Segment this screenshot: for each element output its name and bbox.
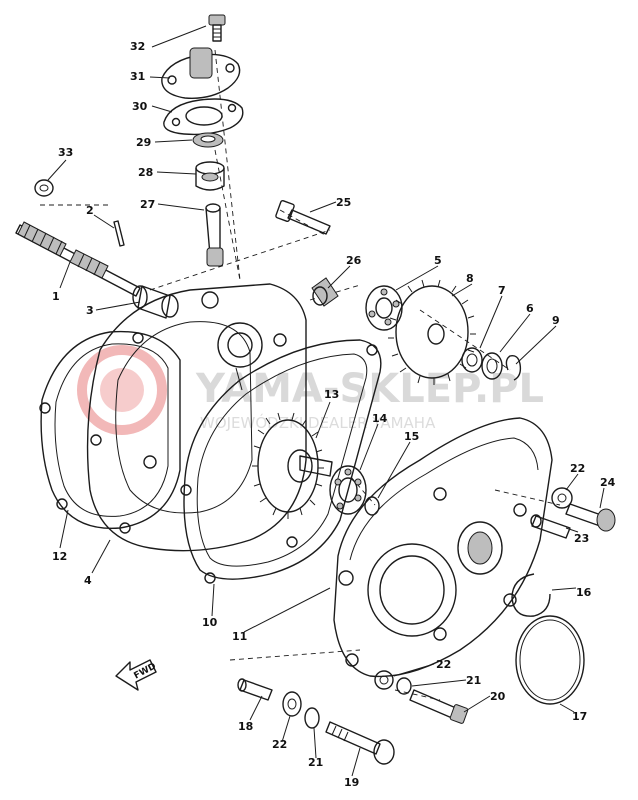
- callout-32: 32: [130, 40, 145, 53]
- part-19-bolt: [325, 721, 395, 765]
- watermark-subtitle: WOJEWÓDZKI DEALER YAMAHA: [200, 413, 436, 432]
- callout-14: 14: [372, 412, 388, 425]
- part-5-bearing: [365, 285, 403, 331]
- callout-22-bottom: 22: [272, 738, 287, 751]
- leader-lines: [47, 25, 605, 777]
- callout-22-right: 22: [570, 462, 585, 475]
- callout-labels: 32 31 30 29 28 27 33 2 1 3 25 26 5 8 7 6…: [52, 40, 616, 789]
- part-23-bolt: [530, 514, 571, 539]
- callout-3: 3: [86, 304, 94, 317]
- alignment-lines: [40, 49, 561, 701]
- part-22-washer-right: [551, 487, 573, 509]
- part-15-circlip: [364, 496, 380, 516]
- callout-17: 17: [572, 710, 587, 723]
- part-16-circlip: [511, 573, 551, 617]
- part-6-washer: [481, 352, 503, 380]
- callout-15: 15: [404, 430, 419, 443]
- part-14-bearing: [329, 465, 367, 515]
- part-31-housing: [161, 47, 241, 99]
- part-21-lock-washer-bottom: [304, 707, 320, 729]
- part-21-lock-washer-mid: [396, 677, 412, 695]
- part-22-washer-bottom: [282, 691, 302, 717]
- callout-30: 30: [132, 100, 148, 113]
- part-18-dowel-pin: [237, 678, 273, 701]
- callout-13: 13: [324, 388, 339, 401]
- part-17-o-ring: [515, 615, 585, 705]
- part-12-gasket: [39, 330, 181, 530]
- callout-27: 27: [140, 198, 155, 211]
- callout-9: 9: [552, 314, 560, 327]
- dealer-logo-icon: [77, 345, 167, 435]
- part-1-worm-shaft: [15, 221, 141, 297]
- callout-26: 26: [346, 254, 362, 267]
- callout-1: 1: [52, 290, 60, 303]
- callout-2: 2: [86, 204, 94, 217]
- callout-7: 7: [498, 284, 506, 297]
- callout-29: 29: [136, 136, 151, 149]
- part-13-gear: [252, 412, 333, 519]
- part-9-circlip: [505, 354, 522, 381]
- part-2-pin: [113, 220, 125, 247]
- callout-4: 4: [84, 574, 92, 587]
- part-29-oil-seal: [192, 132, 224, 148]
- callout-16: 16: [576, 586, 592, 599]
- part-10-gasket: [180, 339, 382, 584]
- forward-label: FWD: [132, 662, 157, 682]
- callout-12: 12: [52, 550, 67, 563]
- part-30-gasket: [163, 98, 244, 136]
- callout-21-bottom: 21: [308, 756, 323, 769]
- part-24-bolt: [565, 503, 616, 532]
- callout-5: 5: [434, 254, 442, 267]
- callout-18: 18: [238, 720, 253, 733]
- callout-11: 11: [232, 630, 247, 643]
- callout-23: 23: [574, 532, 589, 545]
- callout-25: 25: [336, 196, 351, 209]
- callout-24: 24: [600, 476, 616, 489]
- part-26-plug: [311, 277, 339, 307]
- part-28-bushing: [195, 161, 225, 191]
- part-22-washer-mid: [374, 670, 394, 690]
- forward-arrow-icon: FWD: [115, 659, 158, 691]
- part-32-screw: [208, 14, 226, 42]
- callout-20: 20: [490, 690, 506, 703]
- callout-6: 6: [526, 302, 534, 315]
- watermark: YAMA-SKLEP.PL WOJEWÓDZKI DEALER YAMAHA: [77, 345, 544, 435]
- part-20-bolt: [409, 689, 469, 724]
- part-27-shaft: [205, 203, 224, 267]
- callout-22-mid: 22: [436, 658, 451, 671]
- part-8-gear: [388, 279, 476, 385]
- callout-21-mid: 21: [466, 674, 481, 687]
- part-7-washer: [461, 347, 483, 373]
- part-33-washer: [34, 179, 54, 197]
- callout-31: 31: [130, 70, 145, 83]
- part-4-crankcase-cover: [86, 283, 307, 552]
- callout-19: 19: [344, 776, 359, 789]
- callout-33: 33: [58, 146, 73, 159]
- part-11-outer-cover: [333, 417, 553, 678]
- callout-8: 8: [466, 272, 474, 285]
- callout-10: 10: [202, 616, 218, 629]
- callout-28: 28: [138, 166, 153, 179]
- part-25-bolt: [275, 200, 331, 235]
